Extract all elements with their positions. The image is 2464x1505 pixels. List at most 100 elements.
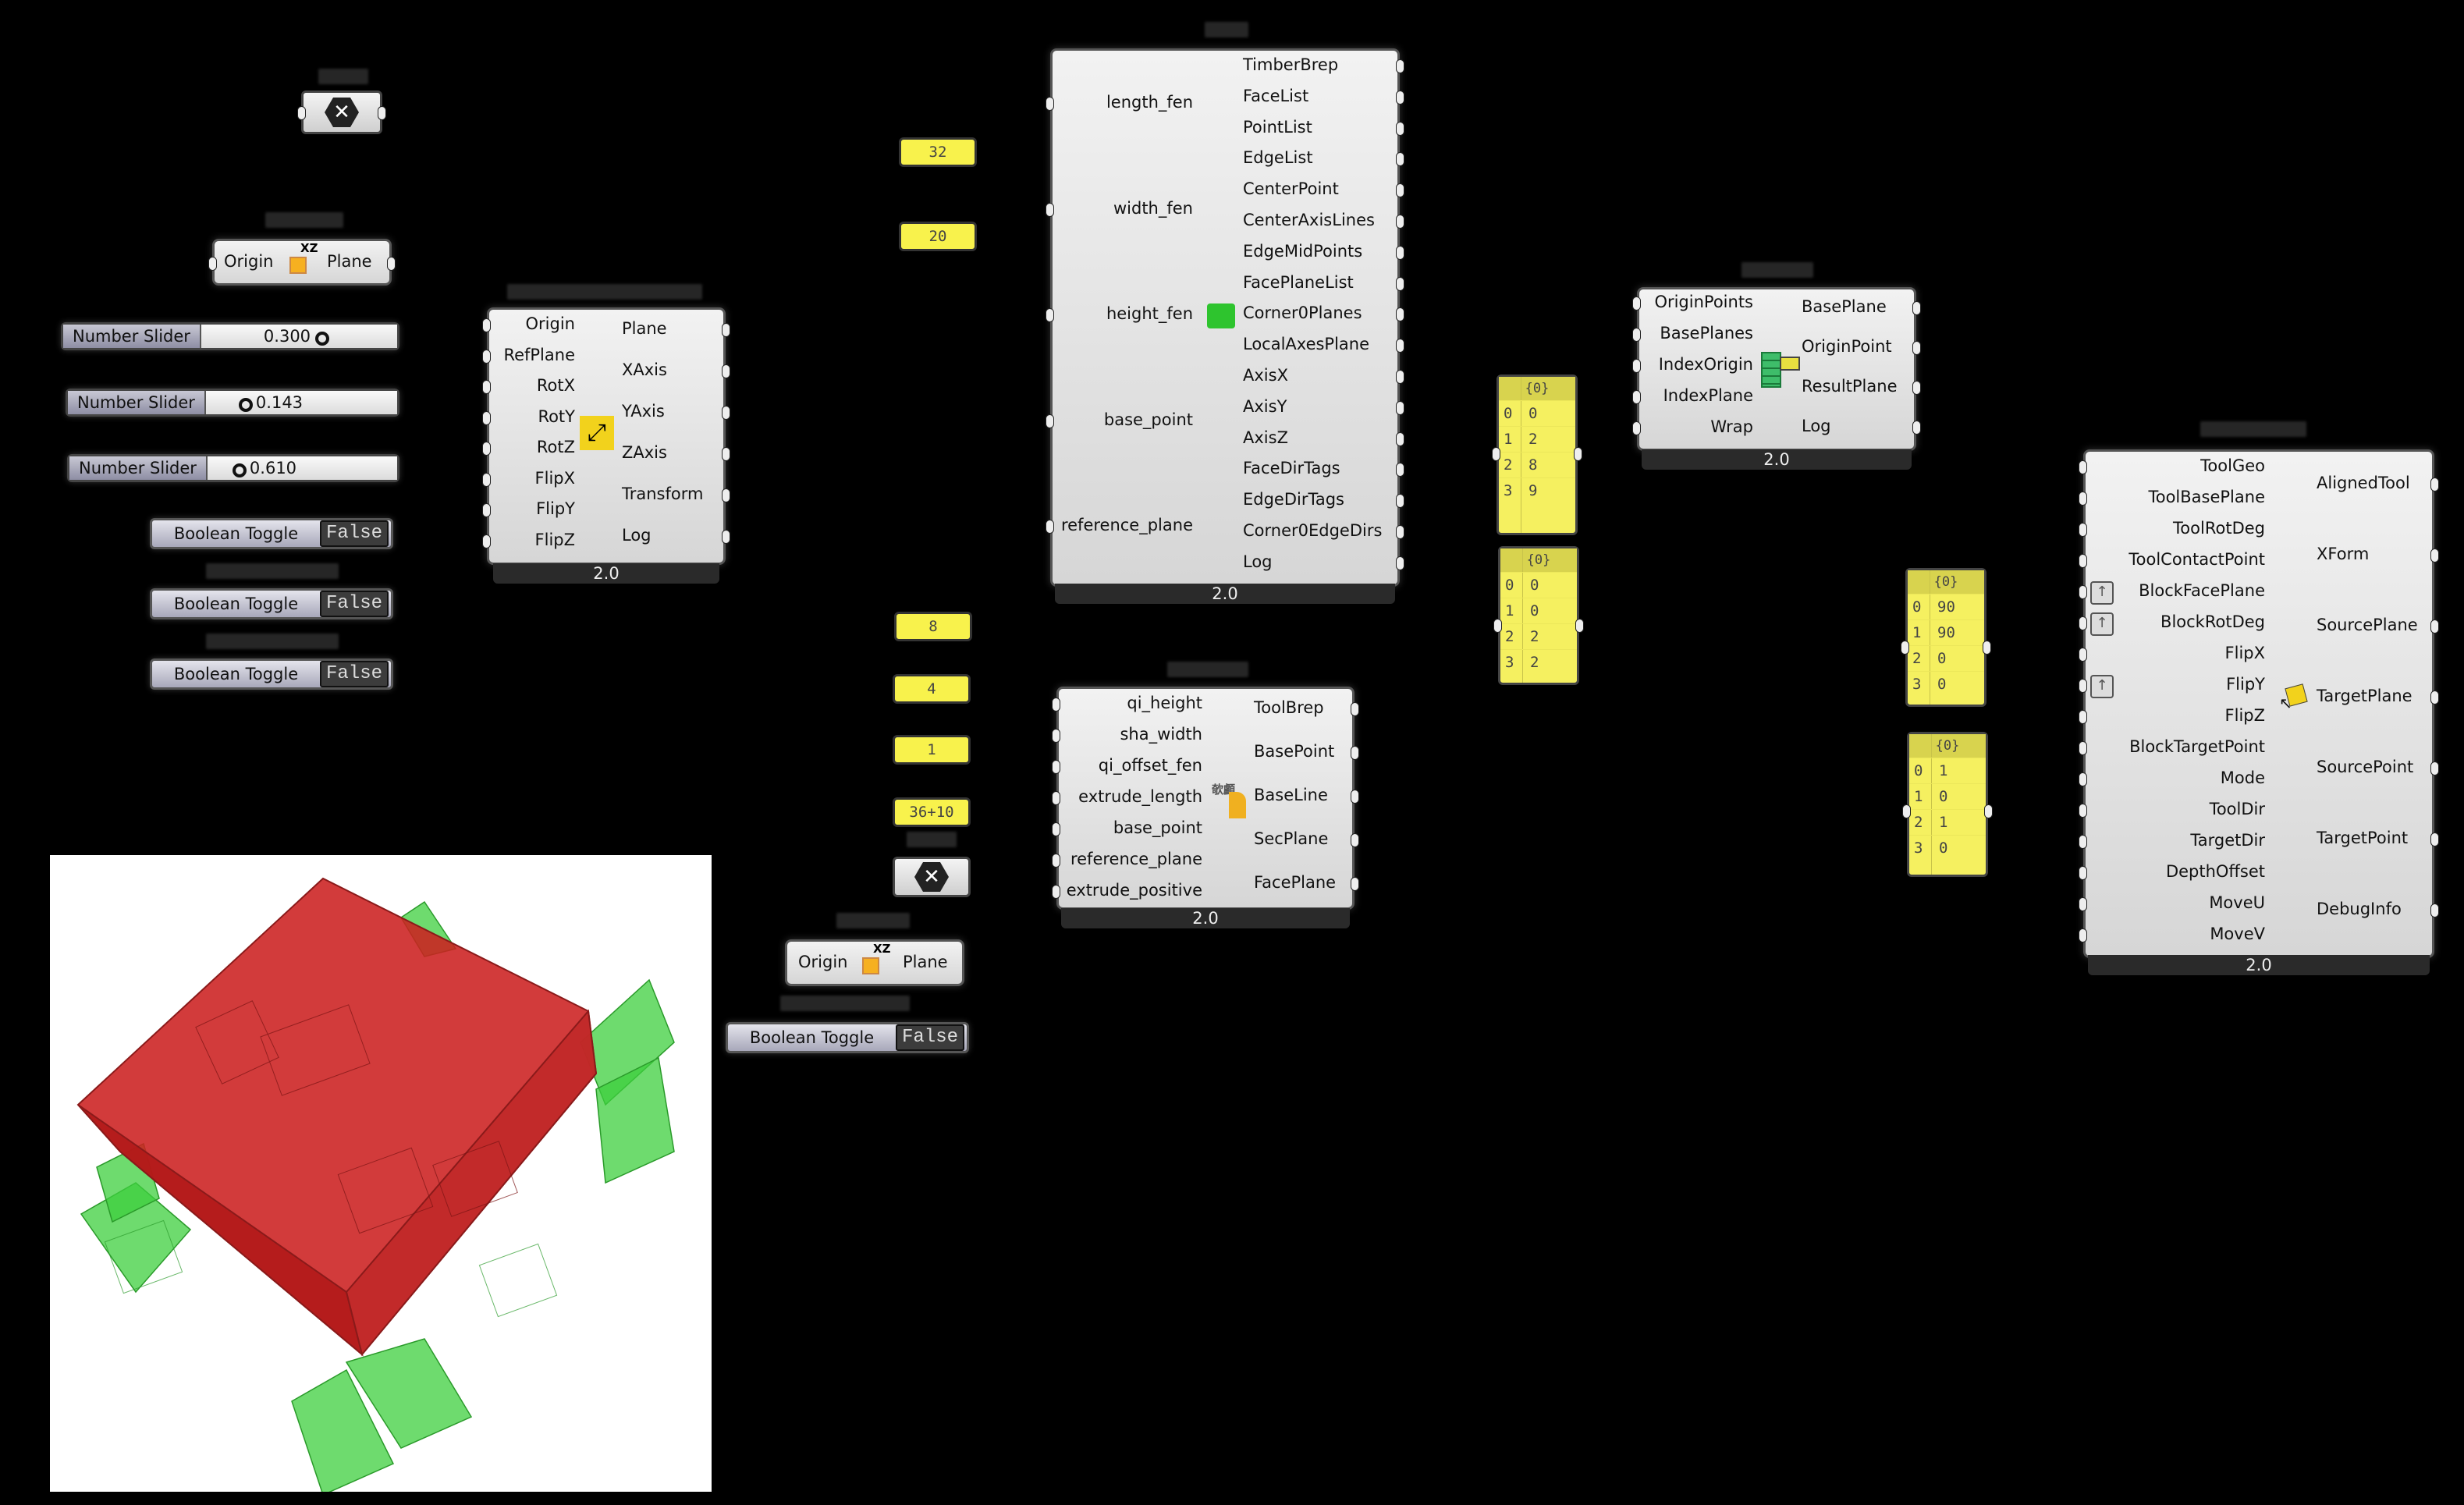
output-port[interactable]	[1351, 790, 1359, 804]
input-port[interactable]	[2079, 835, 2087, 849]
boolean-toggle[interactable]: Boolean Toggle False	[150, 588, 393, 619]
output-port[interactable]	[1396, 400, 1404, 415]
input-port[interactable]	[1052, 760, 1060, 774]
number-panel[interactable]: 20	[899, 222, 977, 251]
input-port[interactable]	[1046, 520, 1054, 534]
output-port[interactable]	[1351, 877, 1359, 891]
input-port[interactable]	[1052, 885, 1060, 899]
output-port[interactable]	[722, 364, 730, 378]
output-port[interactable]	[1396, 215, 1404, 229]
output-port[interactable]	[2430, 619, 2439, 634]
output-port[interactable]	[378, 106, 386, 120]
slider-track[interactable]: 0.610	[207, 456, 397, 480]
output-port[interactable]	[1912, 301, 1921, 315]
input-port[interactable]	[482, 349, 491, 364]
input-port[interactable]	[1632, 296, 1641, 311]
output-port[interactable]	[2430, 903, 2439, 918]
input-port[interactable]	[1046, 97, 1054, 111]
input-port[interactable]	[1052, 791, 1060, 805]
input-port[interactable]	[482, 410, 491, 425]
number-panel[interactable]: 1	[893, 735, 971, 765]
input-port[interactable]	[2079, 460, 2087, 474]
input-port[interactable]	[1052, 697, 1060, 712]
input-port[interactable]	[1632, 328, 1641, 342]
output-port[interactable]	[1351, 833, 1359, 847]
button-component-top[interactable]: ✕	[297, 91, 386, 134]
input-port[interactable]	[2079, 616, 2087, 630]
3d-viewport[interactable]	[50, 855, 712, 1492]
number-panel[interactable]: 4	[893, 674, 971, 704]
input-port[interactable]	[2079, 772, 2087, 786]
output-port[interactable]	[1396, 370, 1404, 384]
input-port[interactable]	[1632, 359, 1641, 373]
input-port[interactable]	[1046, 308, 1054, 322]
output-port[interactable]	[2430, 548, 2439, 563]
output-port[interactable]	[1396, 245, 1404, 260]
input-port[interactable]	[2079, 866, 2087, 880]
boolean-toggle[interactable]: Boolean Toggle False	[150, 658, 393, 690]
output-port[interactable]	[2430, 690, 2439, 705]
output-port[interactable]	[2430, 477, 2439, 492]
output-port[interactable]	[1396, 152, 1404, 167]
graft-arrow-up-icon[interactable]: ↑	[2090, 612, 2114, 636]
output-port[interactable]	[387, 257, 396, 271]
input-port[interactable]	[482, 534, 491, 548]
output-port[interactable]	[1984, 804, 1993, 818]
number-slider[interactable]: Number Slider 0.610	[67, 454, 399, 482]
slider-knob[interactable]	[232, 463, 247, 477]
input-port[interactable]	[1632, 421, 1641, 435]
input-port[interactable]	[1902, 804, 1911, 818]
output-port[interactable]	[722, 530, 730, 544]
output-port[interactable]	[1574, 447, 1582, 461]
input-port[interactable]	[2079, 523, 2087, 537]
output-port[interactable]	[1351, 702, 1359, 716]
input-port[interactable]	[1052, 822, 1060, 836]
output-port[interactable]	[1351, 746, 1359, 760]
toggle-state[interactable]: False	[319, 661, 389, 687]
input-port[interactable]	[2079, 492, 2087, 506]
output-port[interactable]	[1396, 463, 1404, 477]
xz-plane-component[interactable]: Origin XZ Plane	[208, 239, 396, 286]
output-port[interactable]	[722, 323, 730, 337]
input-port[interactable]	[2079, 741, 2087, 755]
toggle-state[interactable]: False	[319, 520, 389, 547]
input-port[interactable]	[2079, 585, 2087, 599]
toggle-state[interactable]: False	[895, 1024, 964, 1051]
graft-arrow-up-icon[interactable]: ↑	[2090, 675, 2114, 698]
output-port[interactable]	[1575, 619, 1584, 633]
output-port[interactable]	[722, 447, 730, 461]
output-port[interactable]	[722, 406, 730, 420]
xz-plane-component[interactable]: Origin XZ Plane	[785, 939, 964, 986]
input-port[interactable]	[482, 318, 491, 332]
input-port[interactable]	[297, 106, 306, 120]
input-port[interactable]	[482, 503, 491, 517]
output-port[interactable]	[1983, 641, 1991, 655]
input-port[interactable]	[1046, 414, 1054, 428]
output-port[interactable]	[2430, 761, 2439, 776]
input-port[interactable]	[1901, 641, 1909, 655]
output-port[interactable]	[1396, 121, 1404, 136]
input-port[interactable]	[1632, 390, 1641, 404]
output-port[interactable]	[722, 488, 730, 502]
input-port[interactable]	[2079, 648, 2087, 662]
input-port[interactable]	[2079, 804, 2087, 818]
number-slider[interactable]: Number Slider 0.143	[66, 389, 399, 417]
output-port[interactable]	[1912, 341, 1921, 355]
number-panel[interactable]: 32	[899, 137, 977, 167]
input-port[interactable]	[482, 380, 491, 394]
input-port[interactable]	[1046, 202, 1054, 217]
output-port[interactable]	[1396, 556, 1404, 570]
input-port[interactable]	[1052, 854, 1060, 868]
input-port[interactable]	[1493, 619, 1502, 633]
output-port[interactable]	[1396, 525, 1404, 539]
input-port[interactable]	[2079, 554, 2087, 568]
slider-track[interactable]: 0.300	[201, 325, 397, 348]
input-port[interactable]	[482, 442, 491, 456]
toggle-state[interactable]: False	[319, 591, 389, 617]
